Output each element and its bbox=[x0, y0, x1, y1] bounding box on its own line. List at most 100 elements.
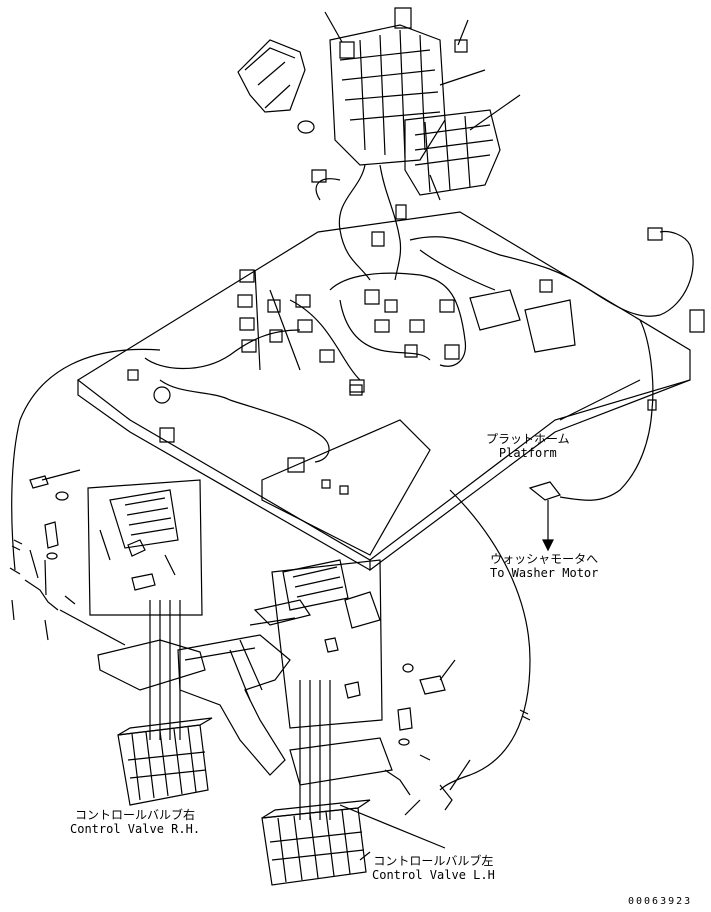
pin bbox=[128, 540, 155, 590]
connector bbox=[385, 300, 397, 312]
harness bbox=[255, 270, 360, 380]
connector bbox=[298, 320, 312, 332]
harness bbox=[160, 380, 329, 462]
connector bbox=[322, 480, 330, 488]
valve-top bbox=[262, 800, 370, 818]
connector bbox=[440, 300, 454, 312]
platform-label: プラットホーム Platform bbox=[486, 432, 570, 460]
harness-long-left bbox=[12, 349, 160, 570]
center-bracket-detail bbox=[185, 640, 262, 700]
small-parts bbox=[385, 755, 452, 810]
harness bbox=[340, 300, 430, 360]
leader-line bbox=[458, 20, 468, 45]
lever-head-stripes bbox=[125, 498, 174, 535]
connector bbox=[648, 228, 662, 240]
harness bbox=[145, 330, 300, 369]
valve-body bbox=[118, 725, 208, 805]
connector bbox=[270, 330, 282, 342]
relay bbox=[395, 8, 411, 28]
leader-line bbox=[325, 12, 342, 42]
drawing-code: 00063923 bbox=[628, 896, 693, 907]
link-plate bbox=[255, 600, 310, 625]
bolt bbox=[45, 522, 58, 548]
harness-long-loop bbox=[440, 490, 530, 790]
washer bbox=[47, 553, 57, 559]
leader-line bbox=[450, 760, 470, 790]
exploded-box bbox=[272, 560, 382, 728]
control-valve-rh-label: コントロールバルブ右 Control Valve R.H. bbox=[70, 808, 200, 836]
harness bbox=[330, 273, 465, 366]
connector bbox=[128, 370, 138, 380]
right-lever-assembly bbox=[250, 560, 470, 848]
connector bbox=[288, 458, 304, 472]
center-bracket bbox=[178, 635, 290, 775]
connector bbox=[396, 205, 406, 219]
connector bbox=[445, 345, 459, 359]
break-mark bbox=[12, 540, 22, 550]
grommet bbox=[154, 387, 170, 403]
connector bbox=[238, 295, 252, 307]
washer bbox=[399, 739, 409, 745]
connector bbox=[240, 318, 254, 330]
leader-line bbox=[440, 660, 455, 680]
lever-head bbox=[283, 560, 348, 610]
platform-plate bbox=[78, 212, 690, 570]
control-valve-rh bbox=[118, 718, 212, 805]
connector bbox=[365, 290, 379, 304]
connector bbox=[455, 40, 467, 52]
control-valve-rh-label-en: Control Valve R.H. bbox=[70, 822, 201, 836]
valve-ports bbox=[128, 752, 206, 778]
bolt bbox=[398, 708, 412, 730]
connector bbox=[242, 340, 256, 352]
pedal-bracket bbox=[238, 40, 305, 112]
leader-line bbox=[12, 600, 14, 620]
link-rod bbox=[60, 610, 125, 645]
relay bbox=[340, 42, 354, 58]
middle-harness bbox=[12, 270, 466, 570]
control-valve-lh-label: コントロールバルブ左 Control Valve L.H bbox=[372, 854, 495, 882]
valve-sections bbox=[132, 727, 196, 800]
fuse-box-lines bbox=[340, 30, 440, 158]
harness-main bbox=[339, 165, 370, 280]
platform-slab-lower bbox=[262, 420, 430, 555]
bolt bbox=[30, 470, 80, 488]
connector bbox=[405, 345, 417, 357]
left-lever-assembly bbox=[10, 470, 205, 740]
control-valve-lh-label-en: Control Valve L.H bbox=[372, 868, 495, 882]
leader-line bbox=[250, 618, 295, 625]
lever-head-stripes bbox=[293, 567, 343, 597]
leader-line bbox=[470, 95, 520, 130]
connector bbox=[410, 320, 424, 332]
platform-label-jp: プラットホーム bbox=[486, 432, 570, 446]
washer-motor-label: ウォッシャモータへ To Washer Motor bbox=[490, 552, 598, 580]
harness bbox=[410, 232, 693, 317]
washer-motor-label-en: To Washer Motor bbox=[490, 566, 599, 580]
leader-line bbox=[560, 380, 640, 420]
connector bbox=[312, 170, 326, 182]
connector bbox=[540, 280, 552, 292]
leader-line bbox=[405, 800, 420, 815]
right-harness bbox=[410, 228, 704, 550]
leader-line bbox=[30, 550, 38, 578]
leader-line bbox=[45, 620, 48, 640]
valve-top bbox=[118, 718, 212, 735]
valve-sections bbox=[278, 810, 350, 882]
connector bbox=[320, 350, 334, 362]
rod bbox=[150, 600, 180, 740]
arrow-head bbox=[543, 540, 553, 550]
small-parts bbox=[10, 568, 75, 610]
washer bbox=[56, 492, 68, 500]
exploded-box bbox=[88, 480, 202, 615]
leader-line bbox=[45, 560, 46, 595]
control-valve-lh bbox=[262, 800, 370, 885]
rod bbox=[300, 680, 330, 820]
leader-line bbox=[440, 70, 485, 85]
plate-bracket bbox=[290, 738, 392, 785]
control-valve-rh-label-jp: コントロールバルブ右 bbox=[75, 808, 196, 822]
pedal-bracket-detail bbox=[245, 48, 295, 108]
clip bbox=[100, 530, 175, 575]
connector bbox=[240, 270, 254, 282]
light-unit bbox=[525, 300, 575, 352]
grommet bbox=[298, 121, 314, 133]
